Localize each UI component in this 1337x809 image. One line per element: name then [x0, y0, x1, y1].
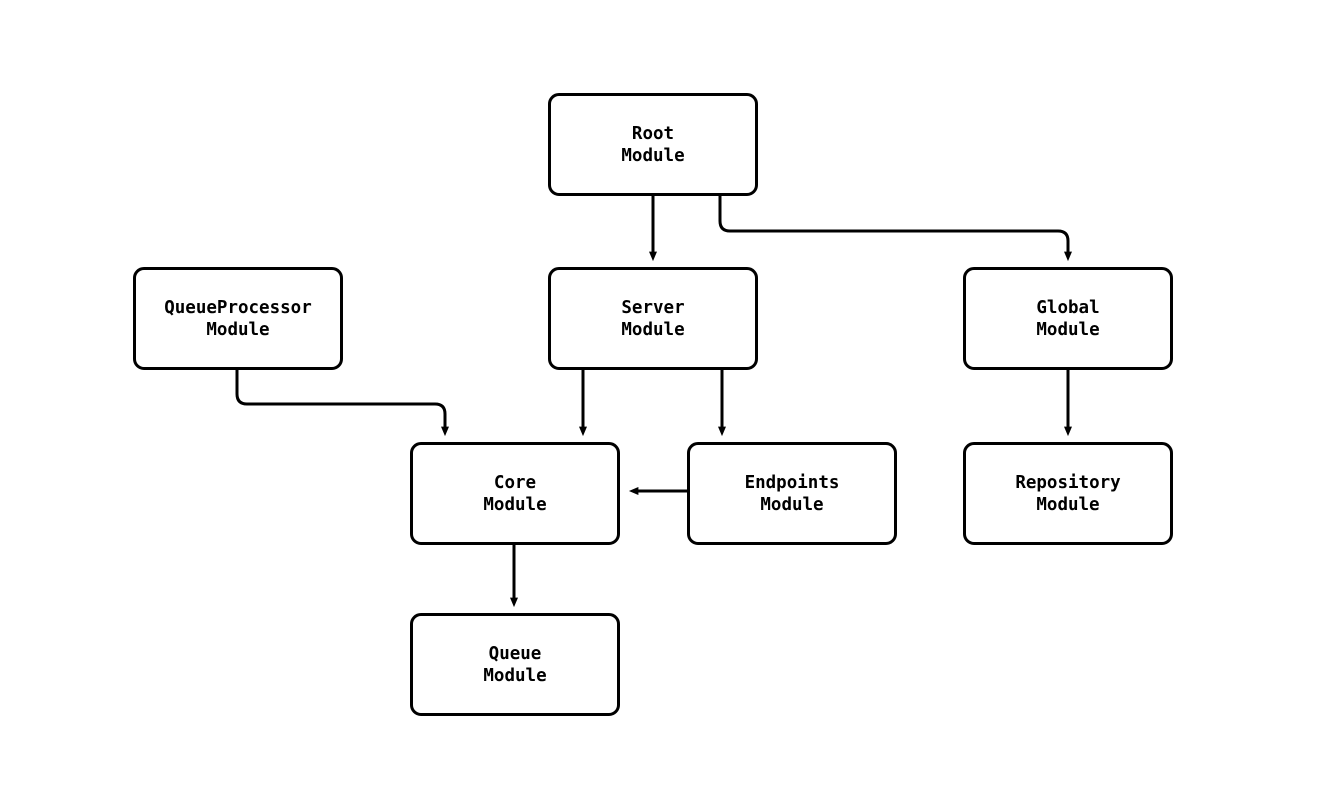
edge-root-to-global [718, 196, 1072, 262]
node-core-module[interactable]: Core Module [410, 442, 620, 545]
node-label: Endpoints Module [744, 472, 840, 515]
node-endpoints-module[interactable]: Endpoints Module [687, 442, 897, 545]
node-label: Global Module [1036, 297, 1100, 340]
node-repository-module[interactable]: Repository Module [963, 442, 1173, 545]
node-root-module[interactable]: Root Module [548, 93, 758, 196]
node-server-module[interactable]: Server Module [548, 267, 758, 370]
node-label: QueueProcessor Module [164, 297, 312, 340]
node-label: Repository Module [1015, 472, 1121, 515]
node-queueprocessor-module[interactable]: QueueProcessor Module [133, 267, 343, 370]
node-label: Root Module [621, 123, 685, 166]
node-global-module[interactable]: Global Module [963, 267, 1173, 370]
node-label: Server Module [621, 297, 685, 340]
edge-queueprocessor-to-core [235, 370, 449, 437]
node-label: Queue Module [483, 643, 547, 686]
node-queue-module[interactable]: Queue Module [410, 613, 620, 716]
node-label: Core Module [483, 472, 547, 515]
